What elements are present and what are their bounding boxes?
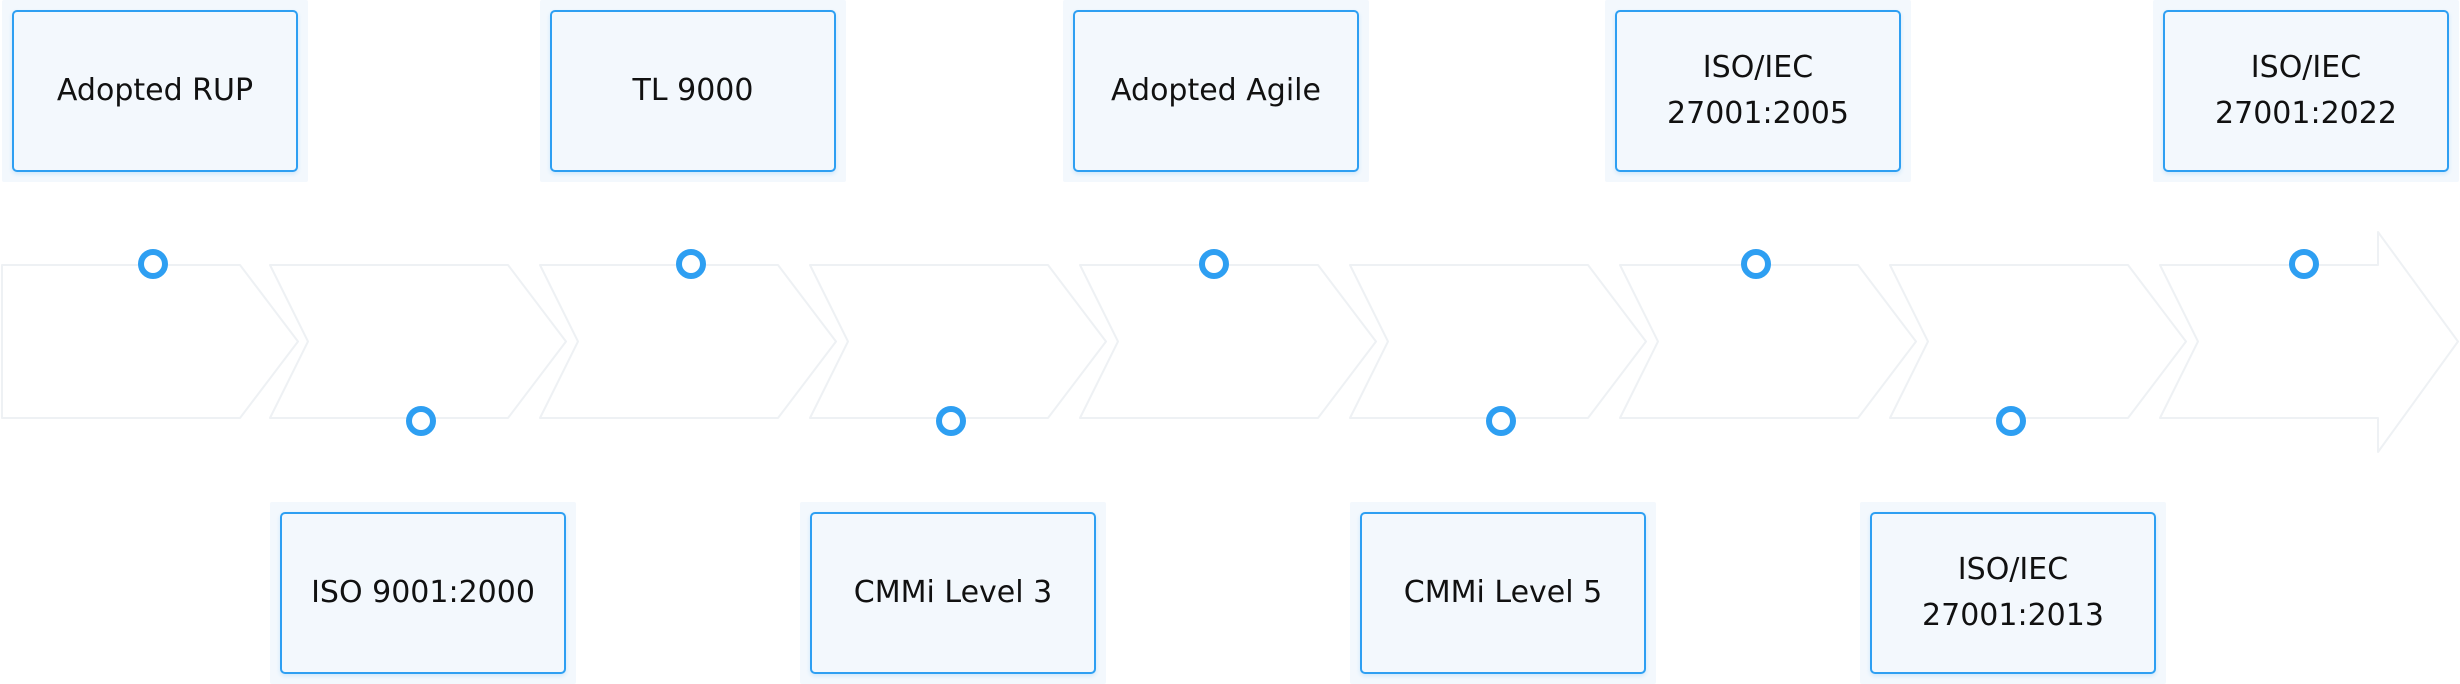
milestone-box: ISO/IEC 27001:2022 xyxy=(2163,10,2449,172)
milestone-card: ISO/IEC 27001:2022 xyxy=(2153,0,2459,182)
chevron-segment xyxy=(1079,264,1377,419)
milestone-box: TL 9000 xyxy=(550,10,836,172)
milestone-label: Adopted RUP xyxy=(56,73,254,108)
milestone-node-icon xyxy=(406,406,436,436)
milestone-node-icon xyxy=(1741,249,1771,279)
milestone-box: CMMi Level 3 xyxy=(810,512,1096,674)
chevron-segment xyxy=(1,264,299,419)
milestone-label: ISO/IEC 27001:2005 xyxy=(1667,50,1849,131)
milestone-box: Adopted Agile xyxy=(1073,10,1359,172)
chevron-segment xyxy=(269,264,567,419)
chevron-segment xyxy=(1889,264,2187,419)
milestone-node-icon xyxy=(1486,406,1516,436)
milestone-card: Adopted RUP xyxy=(2,0,308,182)
arrow-head-segment xyxy=(2159,231,2459,453)
chevron-segment xyxy=(539,264,837,419)
milestone-node-icon xyxy=(1199,249,1229,279)
milestone-card: ISO/IEC 27001:2013 xyxy=(1860,502,2166,684)
milestone-card: TL 9000 xyxy=(540,0,846,182)
milestone-label: CMMi Level 5 xyxy=(1403,575,1603,610)
milestone-node-icon xyxy=(936,406,966,436)
milestone-box: ISO/IEC 27001:2005 xyxy=(1615,10,1901,172)
milestone-card: ISO 9001:2000 xyxy=(270,502,576,684)
milestone-label: CMMi Level 3 xyxy=(853,575,1053,610)
milestone-label: ISO/IEC 27001:2013 xyxy=(1922,552,2104,633)
milestone-label: Adopted Agile xyxy=(1111,73,1321,108)
milestone-node-icon xyxy=(1996,406,2026,436)
milestone-card: CMMi Level 3 xyxy=(800,502,1106,684)
milestone-box: ISO/IEC 27001:2013 xyxy=(1870,512,2156,674)
milestone-label: ISO/IEC 27001:2022 xyxy=(2215,50,2397,131)
chevron-segment xyxy=(1349,264,1647,419)
milestone-card: ISO/IEC 27001:2005 xyxy=(1605,0,1911,182)
milestone-card: CMMi Level 5 xyxy=(1350,502,1656,684)
milestone-box: Adopted RUP xyxy=(12,10,298,172)
milestone-label: TL 9000 xyxy=(632,73,754,108)
milestone-node-icon xyxy=(138,249,168,279)
milestone-node-icon xyxy=(2289,249,2319,279)
chevron-segment xyxy=(809,264,1107,419)
milestone-box: ISO 9001:2000 xyxy=(280,512,566,674)
chevron-segment xyxy=(1619,264,1917,419)
milestone-node-icon xyxy=(676,249,706,279)
milestone-box: CMMi Level 5 xyxy=(1360,512,1646,674)
milestone-card: Adopted Agile xyxy=(1063,0,1369,182)
milestone-label: ISO 9001:2000 xyxy=(311,575,535,610)
